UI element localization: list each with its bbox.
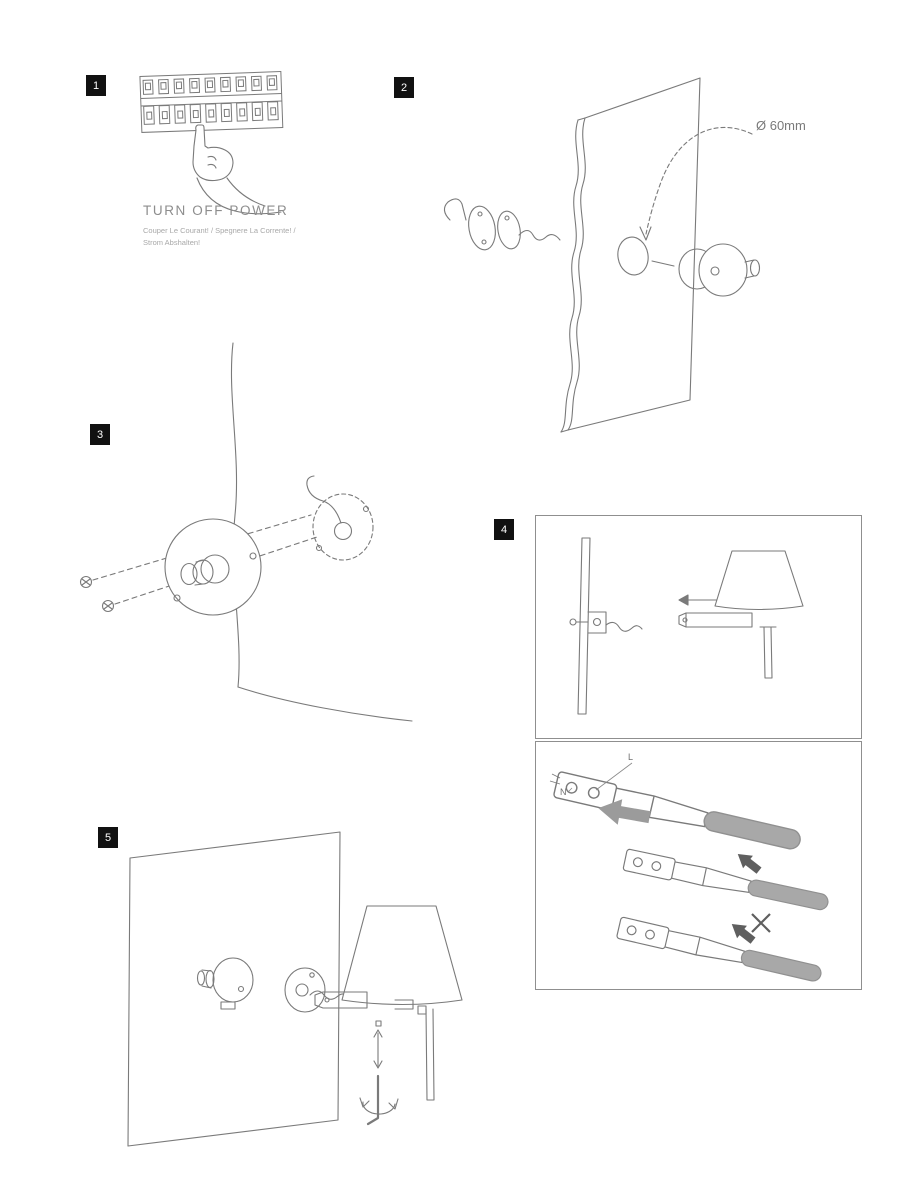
- hex-key-icon: [366, 1074, 380, 1126]
- screw-icon: [79, 575, 115, 613]
- drill-hole: [617, 236, 649, 276]
- wall-panel: [560, 77, 701, 433]
- alignment-dashes: [92, 514, 318, 605]
- turn-off-power-subtitle: Couper Le Courant! / Spegnere La Corrent…: [143, 225, 296, 249]
- backplate-and-wire: [443, 198, 561, 251]
- step1-circuit-breaker-illustration: [139, 71, 284, 215]
- step5-number-badge: 5: [98, 827, 118, 848]
- push-direction-arrow: [598, 799, 651, 825]
- live-wire-label: L: [628, 752, 633, 762]
- arrowhead: [639, 226, 652, 241]
- label-leader-lines: [567, 762, 633, 793]
- step4-wiring-box: L N: [535, 741, 862, 990]
- connector-step-wrong: [615, 916, 824, 986]
- step4-panels: L N: [535, 515, 862, 990]
- step2-number-badge: 2: [394, 77, 414, 98]
- wrong-pull-arrow: [731, 923, 756, 944]
- step2-wall-hole-illustration: Ø 60mm: [443, 77, 806, 433]
- step4-number-badge: 4: [494, 519, 514, 540]
- wall-section: [577, 537, 591, 715]
- connector-wiring-illustration: L N: [549, 752, 831, 986]
- wall-bracket: [569, 611, 643, 634]
- connector-step-correct: [549, 770, 804, 854]
- neutral-wire-label: N: [560, 787, 567, 797]
- turn-off-power-title: TURN OFF POWER: [143, 203, 289, 218]
- set-screw: [375, 1020, 382, 1027]
- pull-test-arrow: [737, 853, 762, 874]
- dashed-arrow: [645, 126, 753, 235]
- wall-panel: [127, 831, 341, 1147]
- subtitle-line-1: Couper Le Courant! / Spegnere La Corrent…: [143, 226, 296, 235]
- lamp-side-view: [678, 550, 804, 679]
- breaker-panel: [139, 71, 284, 133]
- mounting-plate: [164, 518, 262, 616]
- wall-lamp: [314, 905, 463, 1101]
- cross-out-x: [751, 913, 771, 933]
- set-screw-and-hex-key: [359, 1020, 399, 1126]
- subtitle-line-2: Strom Abshalten!: [143, 238, 201, 247]
- step1-number-badge: 1: [86, 75, 106, 96]
- connector-step-insert: [622, 848, 831, 914]
- lamp-attach-illustration: [569, 537, 804, 715]
- hole-diameter-label: Ø 60mm: [756, 118, 806, 133]
- switch-plate: [196, 957, 254, 1010]
- wall-hole-dashed: [306, 475, 374, 561]
- step3-number-badge: 3: [90, 424, 110, 445]
- step4-attach-box: [535, 515, 862, 739]
- switch-plate: [651, 243, 761, 297]
- step3-mounting-illustration: [79, 342, 413, 722]
- slide-left-arrow: [678, 594, 720, 606]
- pointing-hand-icon: [192, 124, 282, 215]
- step5-final-assembly-illustration: [127, 831, 463, 1147]
- wall-corner: [230, 342, 413, 722]
